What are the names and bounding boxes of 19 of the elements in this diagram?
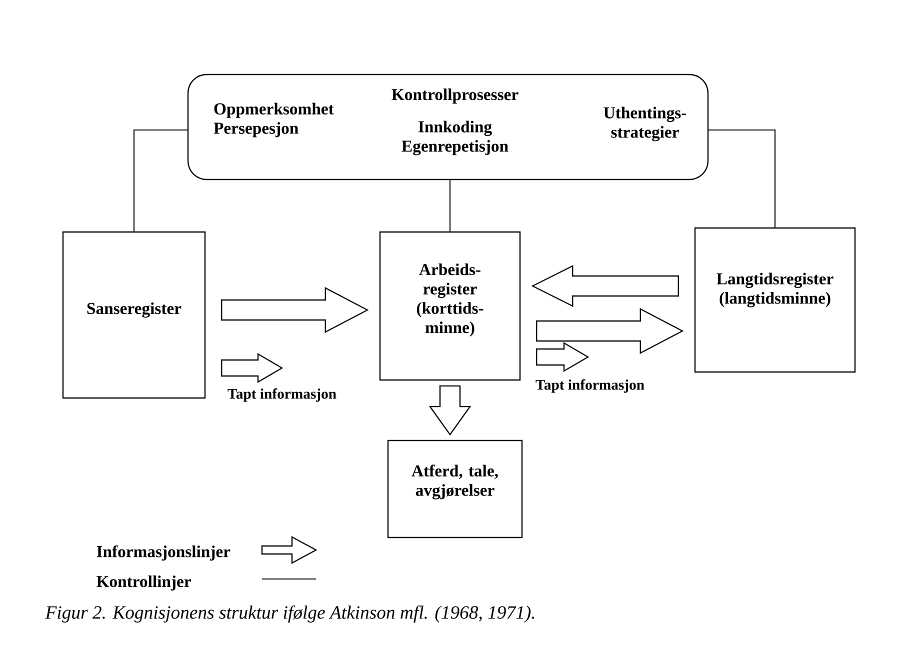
control-line (708, 129, 776, 228)
block-arrow (536, 342, 590, 372)
register-box: Arbeids- register (korttids- minne) (379, 231, 521, 381)
register-box: Sanseregister (62, 231, 206, 399)
register-box: Atferd, tale, avgjørelser (387, 440, 523, 538)
edge-label: Tapt informasjon (534, 378, 646, 394)
edge-label: Tapt informasjon (226, 386, 338, 404)
legend-label: Informasjonslinjer (96, 545, 230, 561)
block-arrow (531, 265, 679, 307)
block-arrow (221, 287, 369, 333)
control-line (449, 180, 451, 232)
legend-label: Kontrollinjer (96, 575, 191, 591)
block-arrow (536, 308, 684, 354)
figure-caption: Figur 2. Kognisjonens struktur ifølge Atkinson mfl. (1968, 1971). (45, 605, 534, 623)
control-line (133, 129, 188, 232)
process-box: Kontrollprosesser Oppmerksomhet Persepesjon Innkoding Egenrepetisjon Uthentings- strategier (187, 74, 709, 180)
register-box: Langtidsregister (langtidsminne) (694, 227, 856, 373)
block-arrow (428, 385, 472, 436)
block-arrow (221, 352, 284, 384)
